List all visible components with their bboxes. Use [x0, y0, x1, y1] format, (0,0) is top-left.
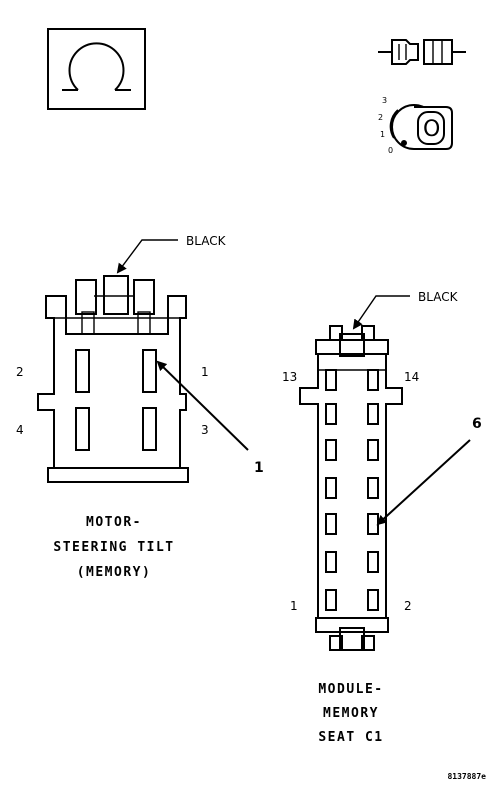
- black-color-label: BLACK: [186, 234, 227, 248]
- pin-cavity: [142, 349, 157, 393]
- pin-number-1: 1: [201, 365, 209, 379]
- pin-number-3: 3: [201, 423, 209, 437]
- callout-number: 1: [254, 460, 264, 476]
- memory-seat-module-connector: BLACK 13: [282, 290, 482, 745]
- pin-cavity: [325, 551, 337, 573]
- pin-cavity: [367, 551, 379, 573]
- connector-title-line: STEERING TILT: [53, 540, 174, 555]
- key-position-0: 0: [388, 146, 393, 155]
- figure-code: 8137887e: [447, 772, 486, 781]
- pin-cavity: [325, 513, 337, 535]
- key-letter: O: [423, 117, 440, 142]
- callout-arrow: [156, 360, 249, 451]
- pin-cavity: [367, 477, 379, 499]
- pin-cavity: [75, 407, 90, 451]
- pin-number-13: 13: [282, 370, 297, 384]
- connector-title-line: SEAT C1: [318, 730, 383, 745]
- pin-cavity: [367, 403, 379, 425]
- connector-title-line: (MEMORY): [77, 565, 152, 580]
- pin-number-2: 2: [16, 365, 24, 379]
- omega-symbol-icon: [47, 28, 146, 110]
- pin-cavity-grid: [325, 369, 379, 611]
- key-position-3: 3: [382, 96, 387, 105]
- motor-steering-tilt-connector: BLACK 2 1 4 3 1 MOTOR- STEERING TILT (ME…: [16, 234, 264, 580]
- connector-title-line: MEMORY: [323, 706, 379, 721]
- connector-plug-icon: [378, 39, 466, 65]
- pin-cavity: [367, 439, 379, 461]
- black-color-label: BLACK: [418, 290, 459, 304]
- pin-cavity: [75, 349, 90, 393]
- pin-number-4: 4: [16, 423, 24, 437]
- pin-number-14: 14: [404, 370, 419, 384]
- pin-number-2: 2: [404, 599, 412, 613]
- callout-arrow: [376, 439, 471, 526]
- key-position-2: 2: [378, 113, 383, 122]
- pin-cavity: [325, 439, 337, 461]
- pin-cavity: [367, 589, 379, 611]
- pin-cavity: [325, 403, 337, 425]
- pin-number-1: 1: [290, 599, 298, 613]
- connector-title-line: MOTOR-: [86, 515, 142, 530]
- pin-cavity: [367, 369, 379, 391]
- ignition-key-icon: 3 2 1 0 O: [378, 96, 453, 155]
- black-leader-line: [116, 239, 178, 274]
- pin-cavity: [325, 477, 337, 499]
- key-position-1: 1: [380, 130, 385, 139]
- pin-cavity: [325, 369, 337, 391]
- pin-cavity: [367, 513, 379, 535]
- connector-title-line: MODULE-: [318, 682, 383, 697]
- callout-number: 6: [472, 416, 482, 432]
- black-leader-line: [352, 295, 410, 330]
- pin-cavity: [325, 589, 337, 611]
- pin-cavity: [142, 407, 157, 451]
